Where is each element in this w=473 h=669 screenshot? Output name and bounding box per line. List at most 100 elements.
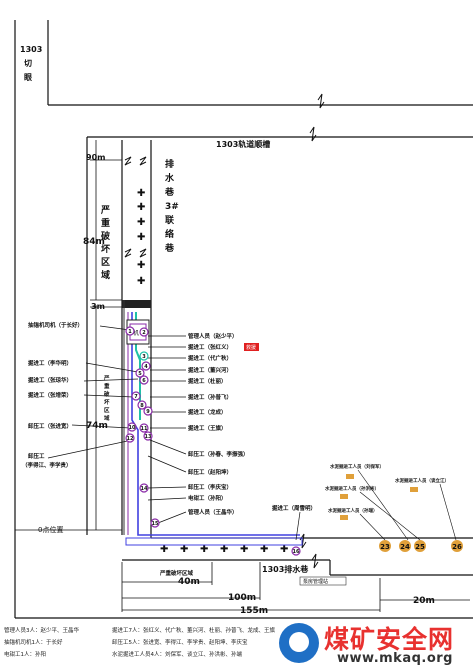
marker-ring (150, 518, 160, 528)
orange-marker-dot (414, 540, 426, 552)
marker-ring (139, 483, 149, 493)
right-callout-5: 掘进工（孙普飞） (188, 393, 232, 401)
room-qie: 切 (24, 58, 32, 68)
right-callout-2: 掘进工（代广秋） (188, 354, 232, 362)
marker-25: 25 (415, 543, 425, 551)
dist-3: 3m (91, 302, 105, 311)
orange-marker-dot (379, 540, 391, 552)
marker-ring (125, 433, 135, 443)
svg-text:✚: ✚ (137, 260, 145, 271)
marker-7: 7 (134, 394, 138, 400)
left-callout-1: 掘进工（李华明） (28, 359, 72, 367)
right-callout-4: 掘进工（杜丽） (188, 377, 227, 385)
marker-14: 14 (141, 486, 148, 492)
left-callout-2: 掘进工（张琼华） (28, 376, 72, 384)
marker-4: 4 (144, 364, 148, 370)
helmet-icon (279, 623, 319, 663)
danger-small-1: 重 (104, 382, 110, 390)
drain-char-5: 络 (165, 228, 174, 240)
small-callout-1: 水泥掘进工人员（谈立江） (395, 477, 449, 484)
dist-90: 90m (86, 153, 105, 162)
marker-9: 9 (146, 409, 150, 415)
danger-small-5: 域 (104, 414, 110, 422)
watermark-title: 煤矿安全网 (324, 625, 455, 654)
danger-zone-small-label: 严 重 破 坏 区 域 (103, 374, 110, 422)
marker-13: 13 (145, 434, 152, 440)
marker-ring (139, 375, 149, 385)
right-callout-7: 掘进工（王旗） (188, 424, 227, 432)
pipe-room-label: 机 (133, 329, 139, 337)
left-callout-6: （李得江、李学贵） (22, 461, 72, 469)
right-leader-lines (147, 335, 301, 541)
marker-ring (125, 326, 135, 336)
danger-zone-label: 严 重 破 坏 区 域 (100, 205, 111, 281)
dist-84: 84m (83, 237, 105, 247)
right-callout-1: 掘进工（张红义） (188, 343, 232, 351)
drain-char-6: 巷 (164, 242, 175, 254)
rescue-tag (244, 343, 259, 351)
marker-ring (137, 400, 147, 410)
marker-ring (141, 361, 151, 371)
dist-100: 100m (228, 593, 256, 603)
left-callouts: 抽锚机司机（于长好） 掘进工（李华明） 掘进工（张琼华） 掘进工（张增荣） 卸压… (22, 321, 83, 469)
drain-char-2: 巷 (164, 186, 175, 198)
danger-char-3: 坏 (101, 243, 110, 255)
orange-marker-dot (451, 540, 463, 552)
left-callout-0: 抽锚机司机（于长好） (28, 321, 83, 329)
room-number: 1303 (20, 45, 42, 54)
marker-ring (143, 431, 153, 441)
small-callout-0: 水泥掘进工人员（刘保军） (330, 463, 384, 470)
right-callout-11: 电钳工（孙阳） (188, 494, 227, 502)
pos-zero: 0点位置 (38, 525, 63, 534)
marker-6: 6 (142, 378, 146, 384)
marker-8: 8 (140, 403, 144, 409)
footer-line-5: 卸压工5人：张进宽、李得江、李学贵、赵阳坤、李庆宝 (112, 640, 248, 646)
svg-text:✚: ✚ (200, 544, 208, 555)
danger-char-4: 区 (101, 257, 110, 268)
svg-text:✚: ✚ (220, 544, 228, 555)
rail-lane-label: 1303轨道顺槽 (216, 139, 270, 149)
svg-text:✚: ✚ (260, 544, 268, 555)
marker-15: 15 (152, 521, 159, 527)
room-1303-label: 1303 切 眼 (20, 45, 42, 82)
left-callout-3: 掘进工（张增荣） (28, 391, 72, 399)
marker-ring (139, 423, 149, 433)
right-callout-12: 管理人员（王晶华） (188, 508, 238, 516)
lane-center (122, 300, 151, 535)
dist-155: 155m (240, 606, 268, 616)
right-callout-0: 管理人员（赵少平） (188, 332, 238, 340)
danger-char-5: 域 (101, 269, 110, 281)
svg-text:✚: ✚ (137, 217, 145, 228)
drain-char-4: 联 (165, 214, 175, 226)
footer-line-6: 水泥掘进工人员4人：刘保军、谈立江、孙洪彬、孙端 (112, 652, 243, 658)
danger-small-4: 区 (104, 406, 110, 414)
drain-char-3: 3# (165, 202, 179, 212)
marker-ring (139, 351, 149, 361)
marker-12: 12 (127, 436, 134, 442)
right-callouts: 管理人员（赵少平） 掘进工（张红义） 掘进工（代广秋） 掘进工（董兴河） 掘进工… (188, 332, 316, 516)
dist-20: 20m (413, 596, 435, 606)
footer-line-4: 掘进工7人：张红义、代广秋、董兴河、杜丽、孙普飞、龙成、王旗 (112, 628, 276, 634)
svg-text:✚: ✚ (180, 544, 188, 555)
vertical-dimensions (90, 140, 122, 530)
small-callout-2: 水泥掘进工人员（孙洪彬） (325, 485, 379, 492)
marker-23: 23 (380, 543, 390, 551)
right-callout-8: 卸压工（孙春、李振强） (188, 450, 249, 458)
watermark-url: www.mkaq.org (337, 651, 453, 666)
room-yan: 眼 (24, 73, 32, 82)
danger-char-2: 破 (101, 230, 111, 242)
danger-char-0: 严 (100, 205, 110, 216)
rescue-tag-text: 救援 (246, 344, 256, 351)
marker-11: 11 (141, 426, 148, 432)
water-room-box (299, 576, 347, 586)
break-marks (124, 93, 325, 569)
marker-ring (143, 406, 153, 416)
footer-line-1: 管理人员3人：赵少平、王晶华 (4, 628, 80, 634)
orange-tags (340, 474, 418, 520)
marker-10: 10 (129, 425, 136, 431)
marker-2: 2 (142, 330, 146, 336)
marker-ring (131, 391, 141, 401)
left-leader-lines (47, 325, 139, 459)
svg-text:✚: ✚ (280, 544, 288, 555)
